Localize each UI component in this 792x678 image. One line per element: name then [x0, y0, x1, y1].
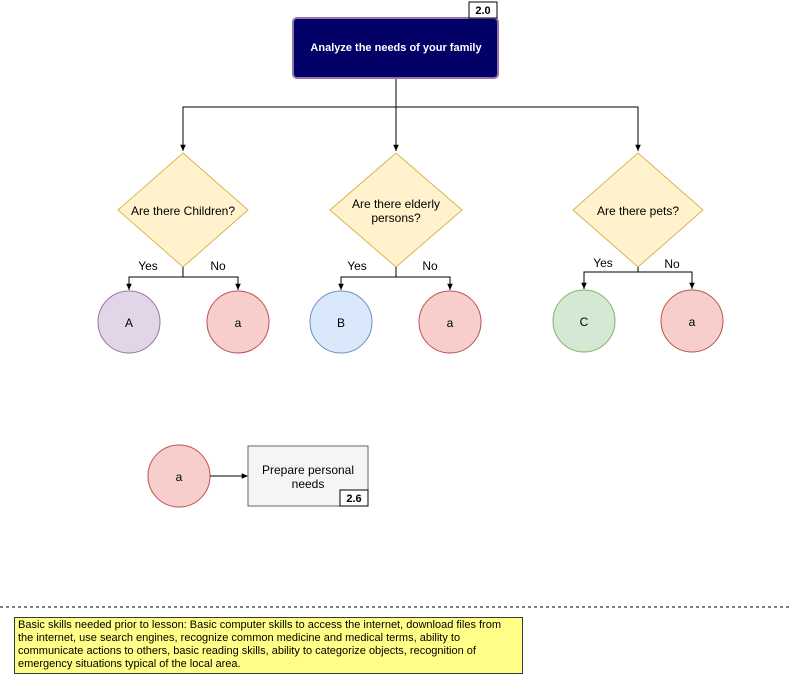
- node-label: a: [235, 316, 242, 330]
- root-label: Analyze the needs of your family: [310, 42, 482, 54]
- node-label: a: [176, 470, 183, 484]
- root-tag: 2.0: [475, 5, 490, 17]
- root-process[interactable]: Analyze the needs of your family 2.0: [292, 1, 499, 79]
- root-box: [292, 17, 499, 79]
- edge-children-yes: [126, 267, 184, 290]
- node-circle: [418, 290, 482, 354]
- decision-children-branches: [126, 267, 241, 290]
- decision-pets[interactable]: Are there pets?: [572, 152, 704, 268]
- node-circle: [552, 289, 616, 353]
- edge-pets-yes: [581, 267, 639, 289]
- node-circle: [97, 290, 161, 354]
- node-a-elderly[interactable]: a: [418, 290, 482, 354]
- no-label: No: [664, 257, 680, 271]
- edge-elderly-no: [396, 276, 453, 290]
- edge-pets-no: [638, 271, 695, 289]
- node-label: a: [689, 315, 696, 329]
- process-tag-box: [339, 489, 369, 507]
- root-tag-box: [468, 1, 498, 19]
- no-label: No: [422, 259, 438, 273]
- process-prepare-personal-needs[interactable]: Prepare personal needs 2.6: [247, 445, 369, 507]
- decision-label-line2: persons?: [371, 211, 421, 225]
- node-A[interactable]: A: [97, 290, 161, 354]
- node-C[interactable]: C: [552, 289, 616, 353]
- edge-root-to-pets: [396, 106, 641, 151]
- yes-label: Yes: [347, 259, 367, 273]
- prerequisite-note: Basic skills needed prior to lesson: Bas…: [14, 617, 523, 674]
- node-label: A: [125, 316, 133, 330]
- edge-elderly-yes: [338, 267, 397, 290]
- connector-a[interactable]: a: [147, 444, 211, 508]
- process-tag: 2.6: [346, 493, 361, 505]
- decision-label-line1: Are there elderly: [352, 197, 440, 211]
- node-circle: [660, 289, 724, 353]
- root-edges: [180, 78, 641, 151]
- node-label: a: [447, 316, 454, 330]
- node-label: B: [337, 316, 345, 330]
- yes-label: Yes: [138, 259, 158, 273]
- decision-elderly-branches: [338, 267, 453, 290]
- node-a-children[interactable]: a: [206, 290, 270, 354]
- node-circle: [309, 290, 373, 354]
- yes-label: Yes: [593, 256, 613, 270]
- no-label: No: [210, 259, 226, 273]
- decision-label: Are there Children?: [131, 204, 235, 218]
- node-label: C: [580, 315, 589, 329]
- edge-children-no: [183, 276, 241, 290]
- decision-children[interactable]: Are there Children?: [117, 152, 249, 268]
- process-label-line1: Prepare personal: [262, 463, 354, 477]
- decision-pets-branches: [581, 267, 695, 289]
- node-a-pets[interactable]: a: [660, 289, 724, 353]
- process-label-line2: needs: [292, 477, 325, 491]
- decision-elderly[interactable]: Are there elderly persons?: [329, 152, 463, 268]
- node-B[interactable]: B: [309, 290, 373, 354]
- edge-root-to-children: [180, 106, 396, 151]
- decision-label: Are there pets?: [597, 204, 679, 218]
- node-circle: [206, 290, 270, 354]
